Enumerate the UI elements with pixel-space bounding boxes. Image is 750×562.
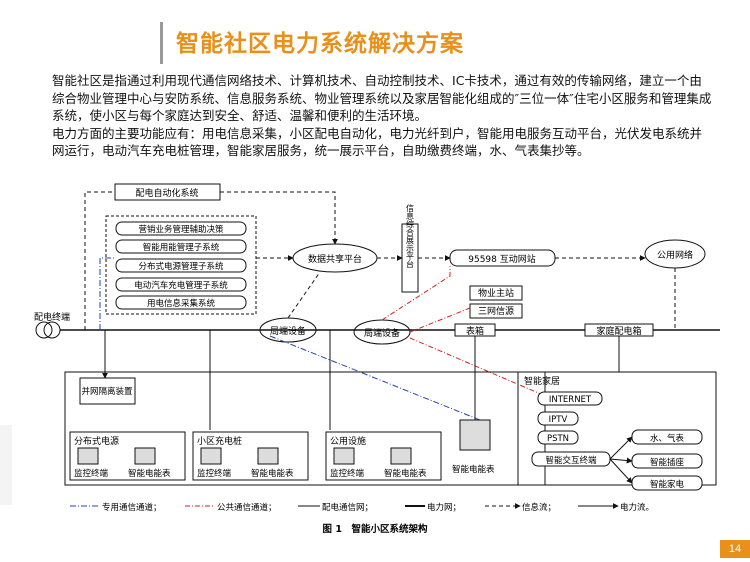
smart-meter-4: 智能电能表 [452, 464, 495, 475]
legend-power-net: 电力网； [427, 502, 461, 513]
decorative-strip [0, 425, 12, 505]
power-station-label: 物业主站 [478, 287, 514, 299]
intro-text: 智能社区是指通过利用现代通信网络技术、计算机技术、自动控制技术、IC卡技术，通过… [52, 72, 712, 160]
public-net-label: 公用网络 [657, 249, 693, 261]
meter-box-label: 表箱 [466, 325, 484, 337]
smart-meter-2: 智能电能表 [251, 468, 294, 479]
cloud-data-share: 数据共享平台 [292, 243, 378, 273]
group3-label: 公用设施 [330, 435, 366, 447]
slide-title: 智能社区电力系统解决方案 [176, 31, 464, 57]
internet-label: INTERNET [549, 395, 592, 405]
grid-isolation-label: 并网隔离装置 [81, 386, 133, 397]
subsystem-3: 分布式电源管理子系统 [138, 261, 224, 272]
group-charging [192, 431, 309, 481]
distribution-end-label: 配电终端 [34, 311, 70, 323]
group-distributed [69, 431, 186, 481]
subsystems-group [105, 215, 257, 315]
smart-appliance-label: 智能家电 [650, 479, 685, 490]
paragraph-1: 智能社区是指通过利用现代通信网络技术、计算机技术、自动控制技术、IC卡技术，通过… [52, 73, 712, 123]
interaction-terminal-label: 智能交互终端 [545, 455, 597, 466]
page-number: 14 [720, 540, 750, 558]
smart-socket-label: 智能插座 [650, 457, 685, 468]
legend-private: 专用通信通道； [102, 502, 162, 513]
group2-label: 小区充电桩 [197, 435, 242, 447]
smart-home-region [517, 371, 717, 486]
legend-power-flow: 电力流。 [620, 502, 654, 513]
smart-home-label: 智能家居 [524, 375, 560, 387]
figure-caption: 图 1 智能小区系统架构 [323, 523, 428, 535]
data-share-label: 数据共享平台 [308, 253, 362, 265]
cloud-public-net: 公用网络 [644, 239, 706, 269]
legend-public: 公共通信通道； [217, 502, 277, 513]
group1-label: 分布式电源 [74, 435, 119, 447]
hotline-label: 95598 互动网站 [468, 253, 536, 265]
water-gas-label: 水、气表 [650, 433, 685, 444]
legend-dist-net: 配电通信网； [322, 502, 373, 513]
title-divider [160, 22, 163, 64]
paragraph-2: 电力方面的主要功能应有：用电信息采集，小区配电自动化，电力光纤到户，智能用电服务… [52, 125, 703, 159]
lower-region [64, 371, 546, 486]
triple-play-label: 三网信源 [478, 305, 514, 317]
info-display-label: 信息综合展示平台 [406, 203, 415, 269]
group-public [325, 431, 442, 481]
subsystem-2: 智能用能管理子系统 [143, 242, 220, 253]
subsystem-1: 营销业务管理辅助决策 [138, 224, 224, 235]
dist-automation-label: 配电自动化系统 [135, 187, 198, 199]
architecture-diagram: 数据共享平台 公用网络 局端设备 局端设备 配电自动化系统 营销业务管理辅助决策… [34, 183, 720, 535]
legend-info-flow: 信息流； [522, 502, 556, 513]
smart-meter-1: 智能电能表 [128, 468, 171, 479]
subsystem-4: 电动汽车充电管理子系统 [134, 280, 228, 291]
smart-meter-3: 智能电能表 [384, 468, 427, 479]
cloud-local-device-2: 局端设备 [353, 319, 411, 345]
home-box-label: 家庭配电箱 [596, 325, 641, 337]
pstn-label: PSTN [547, 434, 569, 444]
subsystem-5: 用电信息采集系统 [147, 298, 216, 309]
local-device-1-label: 局端设备 [270, 325, 306, 337]
grid-isolation-box [79, 377, 136, 405]
monitor-terminal-2: 监控终端 [197, 468, 232, 479]
monitor-terminal-1: 监控终端 [74, 468, 109, 479]
local-device-2-label: 局端设备 [364, 327, 400, 339]
iptv-label: IPTV [549, 415, 568, 425]
triple-play-box [469, 303, 523, 319]
power-station-box [469, 285, 523, 301]
monitor-terminal-3: 监控终端 [330, 468, 365, 479]
